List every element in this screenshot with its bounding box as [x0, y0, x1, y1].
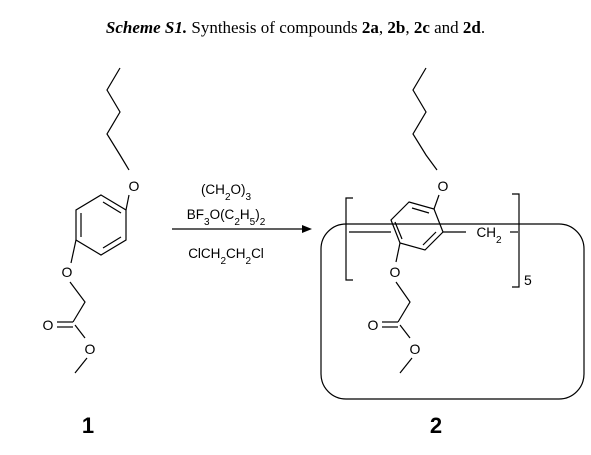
ring-double-bond	[394, 221, 403, 240]
ester-link-oxygen: O	[390, 264, 401, 280]
repeat-count: 5	[524, 272, 532, 288]
oxymethylene-chain	[395, 281, 411, 323]
pentyl-chain	[106, 67, 130, 171]
ester-c-o-bond	[74, 324, 86, 339]
benzene-ring	[75, 194, 127, 256]
compound-ref-2d: 2d	[462, 18, 481, 37]
carbonyl-oxygen: O	[43, 317, 54, 333]
methoxy-oxygen: O	[85, 341, 96, 357]
caption-sep: ,	[378, 18, 388, 37]
caption-sep: and	[429, 18, 463, 37]
compound-2-label: 2	[430, 413, 442, 438]
ether-oxygen: O	[129, 178, 140, 194]
oxymethylene-chain	[69, 281, 86, 323]
reagent-bf3-etherate: BF3O(C2H5)2	[187, 207, 266, 228]
aryl-o-bond	[70, 239, 77, 264]
compound-1-structure: O O O O	[43, 67, 140, 374]
reaction-conditions: (CH2O)3 BF3O(C2H5)2 ClCH2CH2Cl	[172, 182, 312, 267]
compound-ref-2c: 2c	[413, 18, 430, 37]
compound-2-structure: O CH2 O O O 5	[345, 67, 532, 374]
caption-lead: Scheme S1.	[105, 18, 188, 37]
aryl-o-bond	[395, 242, 401, 263]
ether-oxygen: O	[438, 178, 449, 194]
caption-sep: ,	[405, 18, 414, 37]
right-repeat-bracket	[512, 193, 520, 288]
methyl-bond	[74, 357, 88, 374]
benzene-ring	[390, 201, 444, 251]
ring-double-bond	[422, 231, 437, 246]
solvent-dichloroethane: ClCH2CH2Cl	[188, 246, 264, 267]
scheme-caption: Scheme S1. Synthesis of compounds 2a, 2b…	[0, 18, 591, 38]
arrow-head	[302, 225, 312, 233]
caption-end: .	[480, 18, 486, 37]
macrocycle-outline	[320, 223, 585, 400]
ring-double-bond	[102, 236, 122, 249]
ring-double-bond	[411, 207, 430, 214]
methoxy-oxygen: O	[410, 341, 421, 357]
methylene-bridge: CH2	[476, 225, 502, 246]
o-aryl-bond	[433, 194, 440, 210]
compound-ref-2b: 2b	[387, 18, 406, 37]
caption-text: Synthesis of compounds	[187, 18, 362, 37]
reagent-trioxane: (CH2O)3	[201, 182, 252, 203]
compound-ref-2a: 2a	[361, 18, 379, 37]
compound-1-label: 1	[82, 413, 94, 438]
left-repeat-bracket	[345, 197, 353, 281]
methyl-bond	[399, 357, 413, 374]
ester-link-oxygen: O	[62, 264, 73, 280]
ring-double-bond	[102, 201, 122, 214]
o-aryl-bond	[125, 194, 130, 211]
pentyl-chain	[412, 67, 438, 171]
ester-c-o-bond	[399, 324, 411, 339]
carbonyl-oxygen: O	[368, 317, 379, 333]
